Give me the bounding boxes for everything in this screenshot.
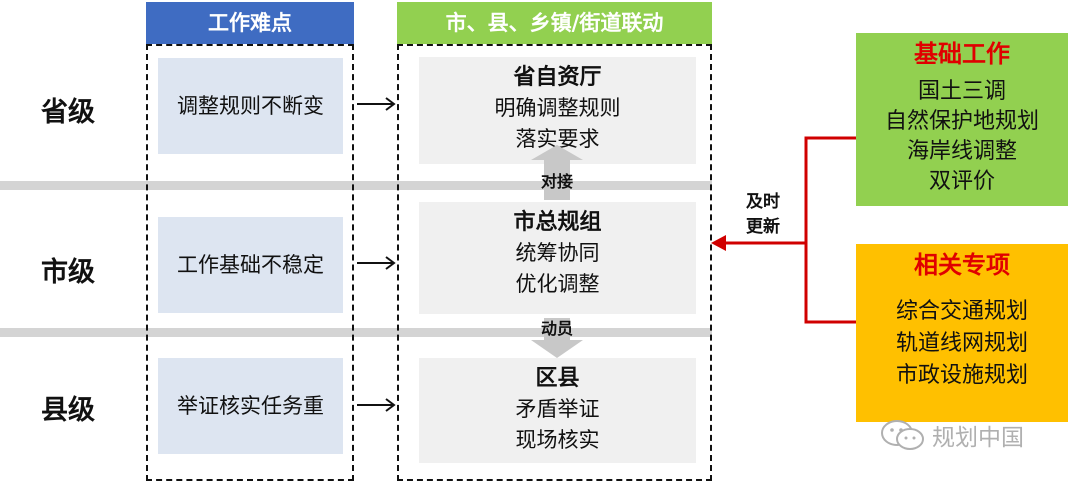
difficulties-column	[146, 44, 354, 481]
difficulty-text: 举证核实任务重	[177, 393, 324, 418]
gov-title: 省自资厅	[513, 65, 602, 90]
gov-box-city: 市总规组 统筹协同 优化调整	[419, 202, 696, 314]
watermark-text: 规划中国	[932, 425, 1024, 451]
basic-work-box: 基础工作 国土三调 自然保护地规划 海岸线调整 双评价	[856, 33, 1068, 206]
difficulty-text: 调整规则不断变	[177, 93, 324, 118]
update-label-line: 及时	[746, 192, 780, 212]
basic-work-title: 基础工作	[914, 40, 1010, 68]
basic-work-item: 双评价	[928, 169, 995, 194]
difficulty-box-province: 调整规则不断变	[158, 58, 343, 154]
watermark: 规划中国	[880, 418, 1024, 452]
update-label: 及时 更新	[733, 190, 793, 240]
gov-line: 优化调整	[515, 272, 600, 296]
gov-title: 区县	[535, 366, 580, 391]
basic-work-item: 海岸线调整	[906, 139, 1017, 164]
red-arrowhead	[711, 235, 726, 251]
special-projects-title: 相关专项	[914, 251, 1010, 279]
gov-box-county: 区县 矛盾举证 现场核实	[419, 358, 696, 463]
linkage-header: 市、县、乡镇/街道联动	[397, 2, 712, 44]
basic-work-item: 国土三调	[917, 79, 1006, 104]
basic-work-item: 自然保护地规划	[884, 109, 1039, 134]
difficulty-box-county: 举证核实任务重	[158, 358, 343, 454]
special-projects-item: 轨道线网规划	[895, 331, 1028, 356]
level-label-county: 县级	[41, 395, 95, 426]
wechat-icon	[881, 420, 924, 450]
update-label-line: 更新	[746, 217, 780, 237]
special-projects-item: 综合交通规划	[895, 299, 1028, 324]
difficulties-header: 工作难点	[146, 2, 354, 44]
special-projects-box: 相关专项 综合交通规划 轨道线网规划 市政设施规划	[856, 244, 1068, 422]
difficulty-text: 工作基础不稳定	[177, 252, 324, 277]
upward-block-arrow	[531, 145, 583, 200]
red-bracket	[804, 136, 856, 324]
gov-title: 市总规组	[513, 210, 602, 235]
province-city-divider	[0, 181, 712, 190]
connector-label-lower: 动员	[540, 319, 573, 338]
level-label-city: 市级	[41, 257, 95, 288]
gov-line: 明确调整规则	[494, 96, 621, 120]
city-county-divider	[0, 328, 712, 337]
difficulty-box-city: 工作基础不稳定	[158, 217, 343, 313]
gov-line: 现场核实	[515, 428, 600, 452]
downward-block-arrow	[531, 318, 583, 358]
level-label-province: 省级	[41, 97, 95, 128]
special-projects-item: 市政设施规划	[895, 363, 1028, 388]
gov-box-province: 省自资厅 明确调整规则 落实要求	[419, 57, 696, 164]
linkage-column	[397, 44, 712, 481]
gov-line: 矛盾举证	[515, 397, 600, 421]
gov-line: 统筹协同	[515, 241, 600, 265]
connector-label-upper: 对接	[540, 172, 573, 191]
